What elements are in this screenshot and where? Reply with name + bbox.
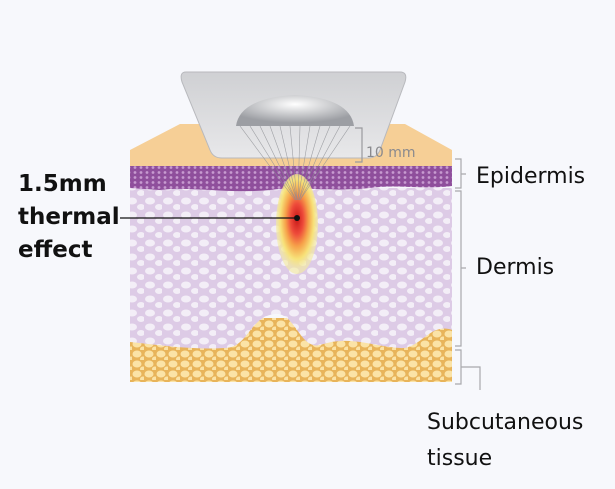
callout-line-3: effect [18,237,93,263]
ultrasound-beams [239,125,351,201]
dermis-label: Dermis [476,255,555,280]
subcutaneous-label: Subcutaneous tissue [427,405,583,477]
callout-line-2: thermal [18,204,120,230]
subcutaneous-bracket [455,349,481,390]
distance-bracket [355,127,363,163]
thermal-zone [276,174,318,274]
subcutaneous-label-line-1: Subcutaneous [427,410,584,435]
subcutaneous-label-line-2: tissue [427,446,493,471]
thermal-effect-label: 1.5mm thermal effect [18,168,120,267]
transducer-lens [236,95,354,126]
epidermis-bracket [455,158,466,189]
distance-label: 10 mm [366,145,416,161]
epidermis-label: Epidermis [476,164,586,189]
callout-line-1: 1.5mm [18,171,107,197]
dermis-bracket [455,190,466,347]
